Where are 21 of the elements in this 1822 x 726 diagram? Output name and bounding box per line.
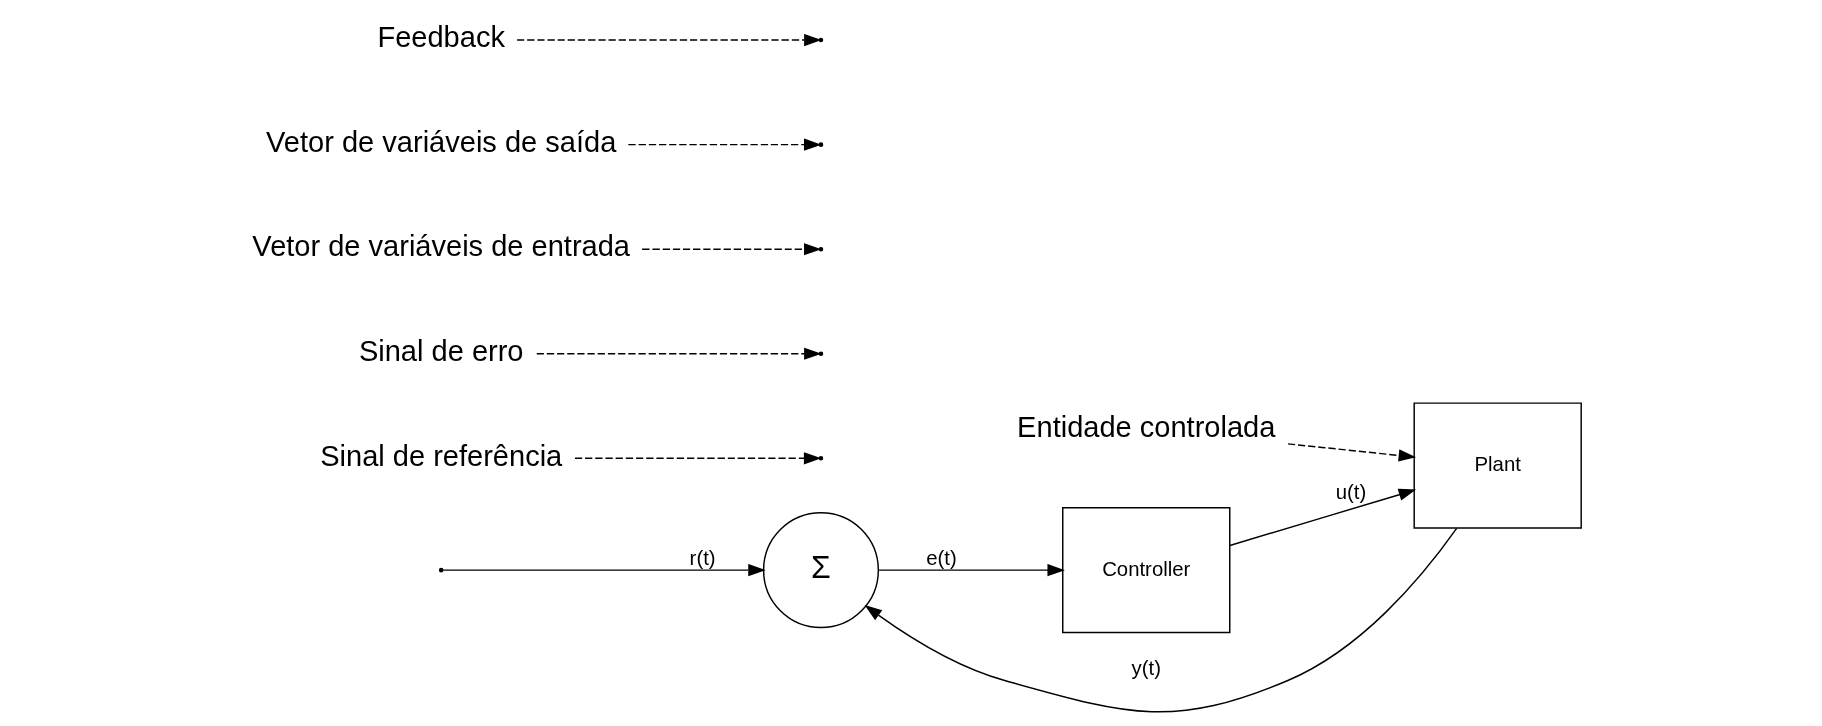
node-box: Plant bbox=[1413, 402, 1582, 529]
node-text: Sinal de erro bbox=[358, 335, 524, 368]
edge-label: u(t) bbox=[1335, 481, 1367, 504]
arrow bbox=[641, 243, 822, 256]
arrow bbox=[536, 347, 822, 360]
arrow bbox=[877, 564, 1065, 577]
arrow bbox=[1287, 443, 1417, 462]
node-box: Controller bbox=[1062, 506, 1231, 634]
arrow bbox=[864, 527, 1458, 713]
node-text: Entidade controlada bbox=[1017, 410, 1276, 443]
arrow bbox=[442, 564, 766, 577]
arrow bbox=[1229, 488, 1417, 547]
node-text: Vetor de variáveis de saída bbox=[266, 125, 617, 158]
node-circle: Σ bbox=[762, 512, 880, 629]
node-text: Sinal de referência bbox=[320, 439, 563, 472]
node-text: Feedback bbox=[377, 21, 505, 54]
edge-label: e(t) bbox=[926, 546, 957, 569]
arrow bbox=[516, 33, 822, 47]
edge-label: r(t) bbox=[689, 546, 716, 569]
edge-label: y(t) bbox=[1131, 656, 1161, 679]
node-text: Vetor de variáveis de entrada bbox=[252, 230, 631, 263]
